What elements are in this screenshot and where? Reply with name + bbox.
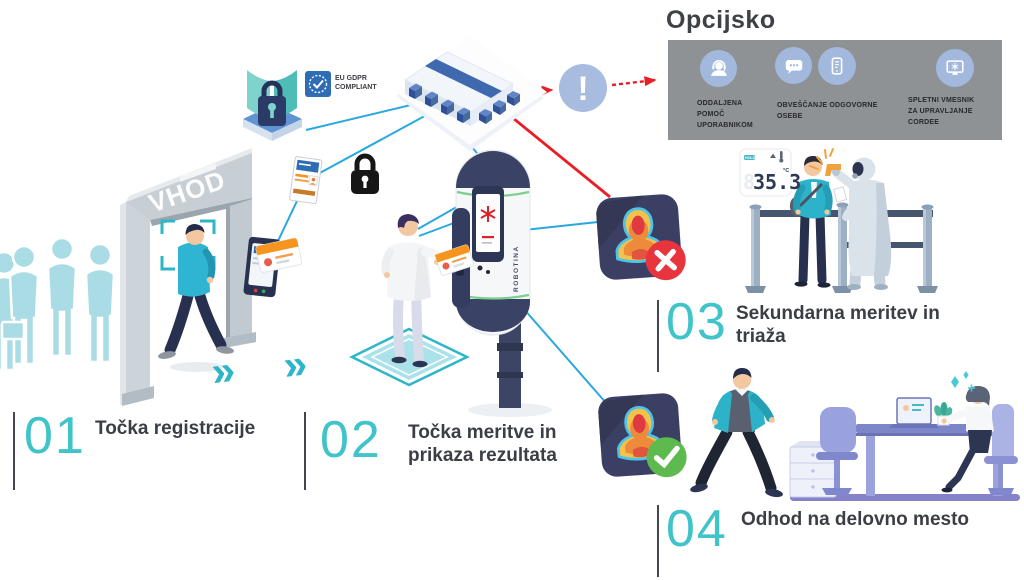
- chat-icon: [775, 47, 812, 84]
- person-at-kiosk: [381, 214, 475, 368]
- laptop: [889, 397, 939, 428]
- vhod-gate: VHOD: [120, 148, 256, 406]
- gateway-hub-device: [393, 36, 547, 151]
- thermometer-display: HOLD 8 35.3 °C: [739, 148, 801, 197]
- optional-item-label: ODDALJENA POMOČ UPORABNIKOM: [697, 100, 753, 129]
- optional-panel: ODDALJENA POMOČ UPORABNIKOM OBVEŠČANJE O…: [668, 40, 1002, 140]
- person-being-rechecked: [789, 156, 833, 288]
- office-chair-empty: [816, 407, 858, 495]
- id-card-in-hand: [434, 244, 475, 276]
- phone-notification-icon: [818, 47, 856, 85]
- alert-badge: !: [559, 64, 607, 112]
- step3-label: Sekundarna meritev in triaža: [736, 303, 940, 348]
- kiosk-brand: ROBOTINA: [513, 245, 520, 292]
- gdpr-text-line2: COMPLIANT: [335, 84, 377, 91]
- display-temperature-value: 35.3: [753, 170, 801, 194]
- seated-coworker: [941, 386, 1018, 495]
- id-card-popup: [255, 237, 303, 273]
- kiosk-pole: [468, 320, 552, 417]
- hub-ports: [409, 83, 520, 124]
- walking-person-to-work: [690, 368, 783, 498]
- direction-chevrons-icon: »: [209, 346, 238, 395]
- remote-support-icon: [700, 50, 737, 87]
- sparkles-icon: [951, 371, 975, 392]
- display-ghost-digit: 8: [743, 170, 755, 194]
- id-card-icon: [289, 156, 323, 204]
- optional-item-label: SPLETNI VMESNIK ZA UPRAVLJANJE CORDEE: [908, 97, 975, 126]
- gdpr-text-line1: EU GDPR: [335, 75, 367, 82]
- alert-exclamation: !: [577, 70, 588, 108]
- direction-chevrons-icon: »: [281, 339, 310, 388]
- hazmat-operator: [809, 148, 892, 290]
- thermal-result-ok: [598, 393, 687, 478]
- step2-divider: [304, 412, 306, 490]
- display-temperature-unit: °C: [783, 168, 789, 174]
- step2-number: 02: [320, 411, 382, 469]
- stanchion-posts: [745, 202, 938, 293]
- step3-number: 03: [666, 293, 728, 351]
- secondary-measurement-scene: HOLD 8 35.3 °C: [739, 148, 938, 293]
- gdpr-badge: EU GDPR COMPLIANT: [305, 71, 377, 97]
- thermal-result-alert: [596, 194, 686, 281]
- waiting-queue-silhouettes: [0, 236, 152, 372]
- step3-divider: [657, 300, 659, 372]
- standing-spot-marker: [349, 327, 470, 387]
- briefcase: [0, 320, 26, 341]
- walking-person-registration: [158, 224, 234, 372]
- measuring-sparks: [809, 148, 834, 170]
- security-lock-icon: [351, 153, 379, 194]
- back-to-work-scene: [690, 368, 1020, 501]
- step4-divider: [657, 505, 659, 577]
- privacy-lock-stand: [243, 70, 302, 141]
- step1-label: Točka registracije: [95, 418, 256, 439]
- measurement-kiosk: ROBOTINA: [452, 149, 531, 336]
- step1-number: 01: [24, 407, 86, 465]
- display-hold-label: HOLD: [745, 156, 756, 160]
- step4-label: Odhod na delovno mesto: [741, 509, 970, 530]
- optional-section-title: Opcijsko: [666, 6, 776, 34]
- step1-divider: [13, 412, 15, 490]
- step2-label: Točka meritve in prikaza rezultata: [408, 422, 557, 467]
- web-interface-icon: [936, 49, 974, 87]
- step4-number: 04: [666, 500, 728, 558]
- optional-item-label: OBVEŠČANJE ODGOVORNE OSEBE: [777, 102, 878, 120]
- kiosk-screen-logo: [480, 206, 496, 222]
